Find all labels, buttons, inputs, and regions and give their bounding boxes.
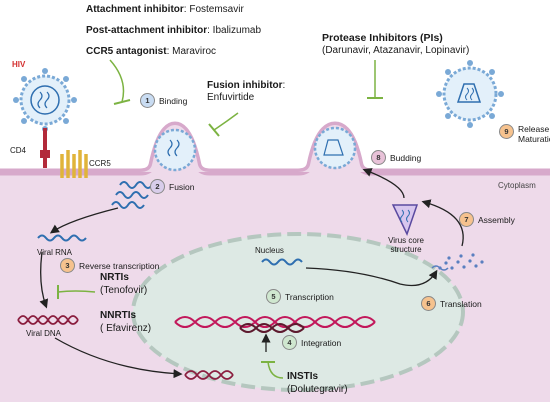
post-attachment-inhibitor-label: Post-attachment inhibitor bbox=[86, 25, 208, 36]
arrow-fusion-to-rna bbox=[49, 207, 119, 234]
arrow-budding bbox=[362, 168, 405, 199]
step-number: 6 bbox=[421, 296, 436, 311]
hiv-virion-right bbox=[436, 60, 504, 128]
nrti-drug: (Tenofovir) bbox=[100, 285, 148, 296]
host-dna bbox=[174, 316, 376, 328]
step-transcription: 5 Transcription bbox=[266, 289, 334, 304]
ccr5-label: CCR5 bbox=[89, 159, 111, 168]
step-number: 9 bbox=[499, 124, 514, 139]
fusion-inhibitor-drug: Enfuvirtide bbox=[207, 92, 255, 103]
step-number: 1 bbox=[140, 93, 155, 108]
step-label: Release & Maturation bbox=[518, 124, 550, 144]
viral-rna-strand bbox=[37, 234, 87, 242]
arrow-dna-to-nucleus bbox=[54, 337, 183, 379]
step-label: Translation bbox=[440, 298, 482, 309]
inhibitor-entry bbox=[109, 59, 131, 105]
arrow-transcription bbox=[305, 267, 438, 287]
step-label: Fusion bbox=[169, 181, 195, 192]
hiv-binding-virion bbox=[153, 128, 197, 172]
virus-core-label: Virus core structure bbox=[388, 236, 424, 255]
step-label: Assembly bbox=[478, 214, 515, 225]
step-reverse-transcription: 3 Reverse transcription bbox=[60, 258, 159, 273]
step-label: Budding bbox=[390, 152, 422, 163]
inhibitor-nrti bbox=[57, 285, 96, 299]
ccr5-antagonist-label: CCR5 antagonist bbox=[86, 46, 167, 57]
attachment-inhibitor-label: Attachment inhibitor bbox=[86, 4, 184, 15]
post-attachment-inhibitor-line: Post-attachment inhibitor: Ibalizumab bbox=[86, 25, 261, 37]
step-number: 3 bbox=[60, 258, 75, 273]
nnrti-label: NNRTIs bbox=[100, 310, 137, 321]
ccr5-antagonist-drug: : Maraviroc bbox=[166, 46, 217, 57]
inhibitor-protease bbox=[367, 60, 383, 99]
step-label: Binding bbox=[159, 95, 188, 106]
hiv-budding-virion bbox=[313, 126, 357, 170]
hiv-label: HIV bbox=[12, 60, 26, 69]
cytoplasm-label: Cytoplasm bbox=[498, 181, 536, 190]
insti-drug: (Dolutegravir) bbox=[287, 384, 348, 395]
step-release-maturation: 9 Release & Maturation bbox=[499, 124, 550, 144]
nrti-label: NRTIs bbox=[100, 272, 129, 283]
host-dna-integrated bbox=[239, 323, 305, 333]
step-translation: 6 Translation bbox=[421, 296, 482, 311]
insti-label: INSTIs bbox=[287, 371, 319, 382]
viral-rna-fusion bbox=[111, 181, 153, 209]
step-budding: 8 Budding bbox=[371, 150, 421, 165]
step-number: 4 bbox=[282, 335, 297, 350]
post-attachment-inhibitor-drug: : Ibalizumab bbox=[207, 25, 262, 36]
protease-inhibitor-drugs: (Darunavir, Atazanavir, Lopinavir) bbox=[322, 45, 470, 56]
fusion-inhibitor-label: Fusion inhibitor bbox=[207, 80, 283, 91]
ccr5-antagonist-line: CCR5 antagonist: Maraviroc bbox=[86, 46, 216, 58]
step-fusion: 2 Fusion bbox=[150, 179, 195, 194]
cd4-receptor bbox=[40, 128, 50, 168]
step-label: Transcription bbox=[285, 291, 334, 302]
inhibitor-fusion bbox=[208, 112, 239, 137]
nucleus-label: Nucleus bbox=[255, 246, 284, 255]
step-number: 2 bbox=[150, 179, 165, 194]
step-binding: 1 Binding bbox=[140, 93, 187, 108]
arrow-rna-to-dna bbox=[39, 251, 49, 309]
cd4-label: CD4 bbox=[10, 146, 27, 155]
cell-membrane bbox=[0, 121, 550, 176]
transcribed-rna bbox=[261, 258, 303, 266]
virus-core bbox=[391, 204, 419, 236]
step-label: Integration bbox=[301, 337, 342, 348]
nnrti-drug: ( Efavirenz) bbox=[100, 323, 152, 334]
step-integration: 4 Integration bbox=[282, 335, 341, 350]
integrating-dna bbox=[184, 370, 234, 380]
step-number: 5 bbox=[266, 289, 281, 304]
attachment-inhibitor-drug: : Fostemsavir bbox=[183, 4, 244, 15]
viral-dna-strand bbox=[17, 315, 79, 325]
arrow-assembly bbox=[421, 199, 464, 247]
attachment-inhibitor-line: Attachment inhibitor: Fostemsavir bbox=[86, 4, 244, 16]
hiv-virion-left bbox=[13, 68, 77, 132]
inhibitor-insti bbox=[261, 361, 284, 379]
protein-fragments bbox=[431, 253, 484, 271]
nucleus bbox=[131, 232, 465, 392]
step-assembly: 7 Assembly bbox=[459, 212, 515, 227]
ccr5-receptor bbox=[60, 150, 88, 178]
viral-rna-label: Viral RNA bbox=[37, 248, 72, 257]
fusion-inhibitor-colon: : bbox=[282, 80, 286, 91]
fusion-inhibitor-line: Fusion inhibitor: bbox=[207, 80, 285, 92]
step-number: 8 bbox=[371, 150, 386, 165]
step-label: Reverse transcription bbox=[79, 260, 160, 271]
viral-dna-label: Viral DNA bbox=[26, 329, 61, 338]
step-number: 7 bbox=[459, 212, 474, 227]
protease-inhibitor-label: Protease Inhibitors (PIs) bbox=[322, 32, 443, 44]
